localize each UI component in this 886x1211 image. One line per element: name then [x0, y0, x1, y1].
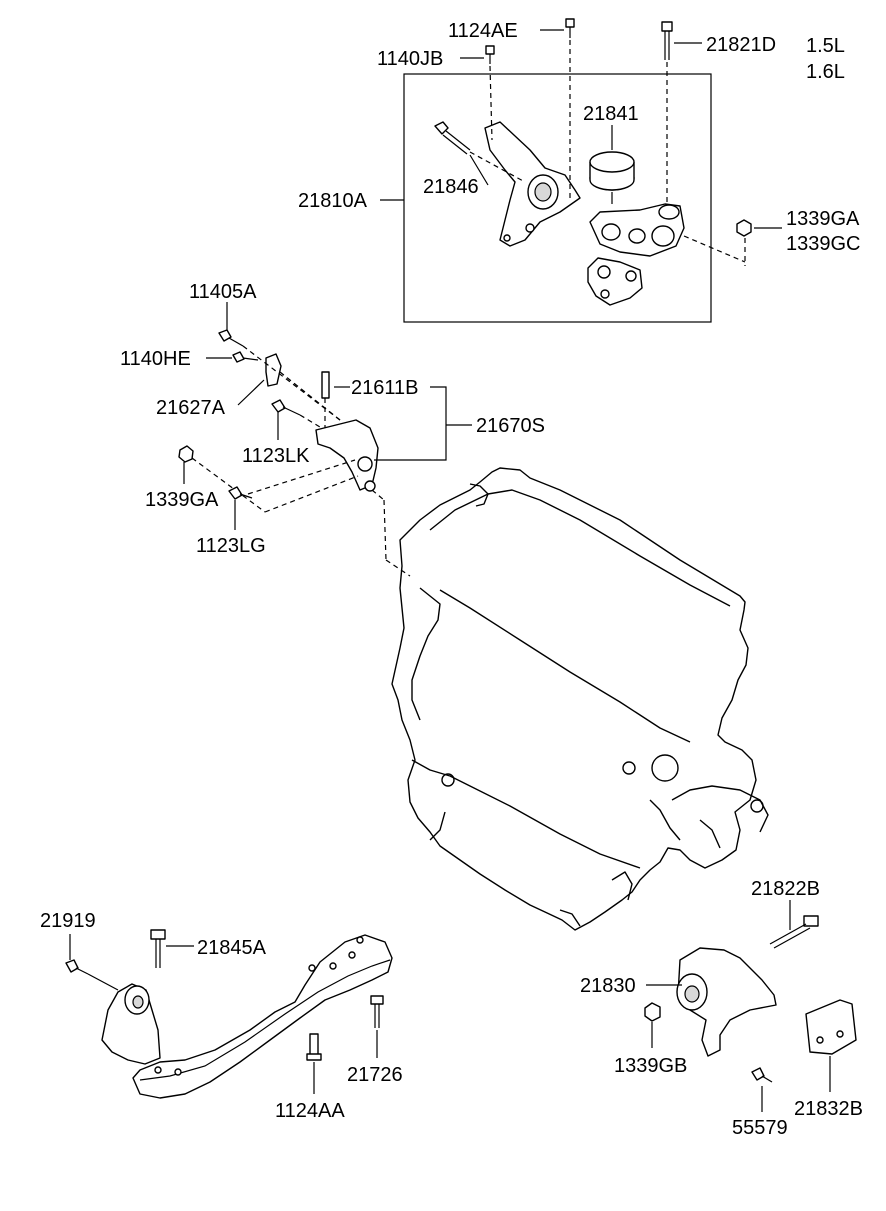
bolt-55579 — [751, 1067, 773, 1083]
nut-1339GA-GC — [736, 219, 752, 237]
mount-arm-lower — [587, 257, 643, 306]
rubber-bushing — [589, 151, 635, 204]
label-21821D: 21821D — [706, 34, 776, 56]
bolt-21845A — [150, 929, 166, 968]
label-1339GA-top: 1339GA — [786, 208, 860, 230]
stud-21611B — [321, 371, 330, 399]
mount-arm-upper — [589, 203, 685, 257]
mount-group-frame — [403, 73, 712, 323]
nut-1339GA-left — [178, 445, 194, 463]
bolt-1123LG — [228, 486, 253, 500]
bolt-21726 — [370, 995, 384, 1028]
label-1124AA: 1124AA — [275, 1100, 345, 1122]
bolt-21919 — [65, 959, 89, 975]
label-1124AE: 1124AE — [448, 20, 518, 42]
label-1339GB: 1339GB — [614, 1055, 687, 1077]
label-1140JB: 1140JB — [377, 48, 443, 70]
label-11405A: 11405A — [189, 281, 257, 303]
bolt-21822B — [769, 915, 819, 949]
bolt-21821D — [661, 21, 673, 60]
mount-21919 — [101, 983, 161, 1065]
crossmember-21725 — [132, 934, 393, 1099]
bolt-1140JB — [485, 45, 495, 64]
label-21830: 21830 — [580, 975, 636, 997]
bolt-21846 — [434, 121, 471, 155]
leader-lines — [69, 29, 831, 1112]
label-21611B: 21611B — [351, 377, 418, 399]
label-21627A: 21627A — [156, 397, 226, 419]
label-21919: 21919 — [40, 910, 96, 932]
label-21845A: 21845A — [197, 937, 267, 959]
bolt-1123LK — [271, 399, 301, 416]
label-1123LK: 1123LK — [242, 445, 310, 467]
bolt-1140HE — [232, 351, 259, 363]
variant-1-6L: 1.6L — [806, 61, 845, 83]
label-21832B: 21832B — [794, 1098, 863, 1120]
label-1339GC: 1339GC — [786, 233, 861, 255]
engine-block — [391, 467, 769, 931]
bolt-1124AE — [565, 18, 575, 38]
bracket-21670S — [315, 419, 379, 492]
label-1123LG: 1123LG — [196, 535, 266, 557]
label-1339GA-left: 1339GA — [145, 489, 219, 511]
mount-21830 — [676, 947, 777, 1057]
bracket-21832B — [805, 999, 857, 1055]
label-21846: 21846 — [423, 176, 479, 198]
bolt-11405A — [218, 329, 244, 347]
engine-mount-bracket — [484, 121, 581, 247]
label-21841: 21841 — [583, 103, 639, 125]
label-55579: 55579 — [732, 1117, 788, 1139]
label-21670S: 21670S — [476, 415, 545, 437]
variant-1-5L: 1.5L — [806, 35, 845, 57]
label-1140HE: 1140HE — [120, 348, 191, 370]
label-21822B: 21822B — [751, 878, 820, 900]
bolt-1124AA — [306, 1033, 322, 1061]
nut-1339GB — [644, 1002, 661, 1022]
label-21726: 21726 — [347, 1064, 403, 1086]
label-21810A: 21810A — [298, 190, 368, 212]
